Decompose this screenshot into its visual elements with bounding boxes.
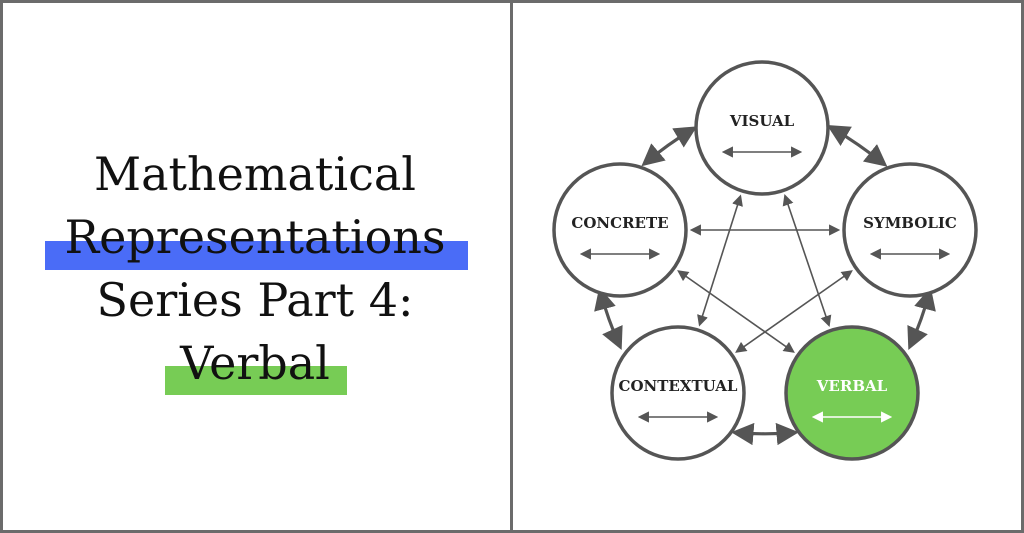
node-circle-visual: [694, 60, 830, 196]
node-concrete: CONCRETE: [552, 162, 688, 298]
highlight-bar-blue: [45, 241, 468, 270]
representations-diagram: VISUAL SYMBOLIC VERBAL CONTEXTUAL CONCRETE: [552, 60, 978, 461]
node-symbolic: SYMBOLIC: [842, 162, 978, 298]
node-circle-contextual: [610, 325, 746, 461]
curved-arrow-contextual-concrete: [594, 287, 623, 350]
curved-arrow-verbal-contextual: [731, 422, 799, 446]
node-label-visual: VISUAL: [729, 112, 795, 130]
node-circle-symbolic: [842, 162, 978, 298]
node-label-verbal: VERBAL: [816, 377, 888, 395]
title-line-2: Representations: [64, 210, 446, 264]
curved-arrow-visual-symbolic: [826, 125, 888, 167]
curved-arrow-symbolic-verbal: [907, 287, 936, 350]
curved-arrow-concrete-visual: [641, 126, 698, 167]
node-label-symbolic: SYMBOLIC: [863, 214, 957, 232]
cross-arrow-symbolic-contextual: [735, 270, 853, 353]
node-verbal: VERBAL: [784, 325, 920, 461]
node-contextual: CONTEXTUAL: [610, 325, 746, 461]
panel-divider: [510, 0, 513, 533]
title-line-1: Mathematical: [94, 147, 416, 201]
node-circle-concrete: [552, 162, 688, 298]
highlight-bar-green: [165, 366, 347, 395]
title-line-4: Verbal: [180, 336, 330, 390]
cross-arrow-visual-verbal: [782, 194, 832, 327]
node-label-contextual: CONTEXTUAL: [619, 377, 738, 395]
title-panel: Mathematical Representations Series Part…: [0, 0, 510, 533]
arrow-layer: [594, 125, 936, 446]
cross-arrow-visual-contextual: [697, 194, 743, 327]
node-label-concrete: CONCRETE: [571, 214, 668, 232]
node-circle-verbal: [784, 325, 920, 461]
node-layer: VISUAL SYMBOLIC VERBAL CONTEXTUAL CONCRETE: [552, 60, 978, 461]
node-visual: VISUAL: [694, 60, 830, 196]
title-line-3: Series Part 4:: [96, 273, 414, 327]
